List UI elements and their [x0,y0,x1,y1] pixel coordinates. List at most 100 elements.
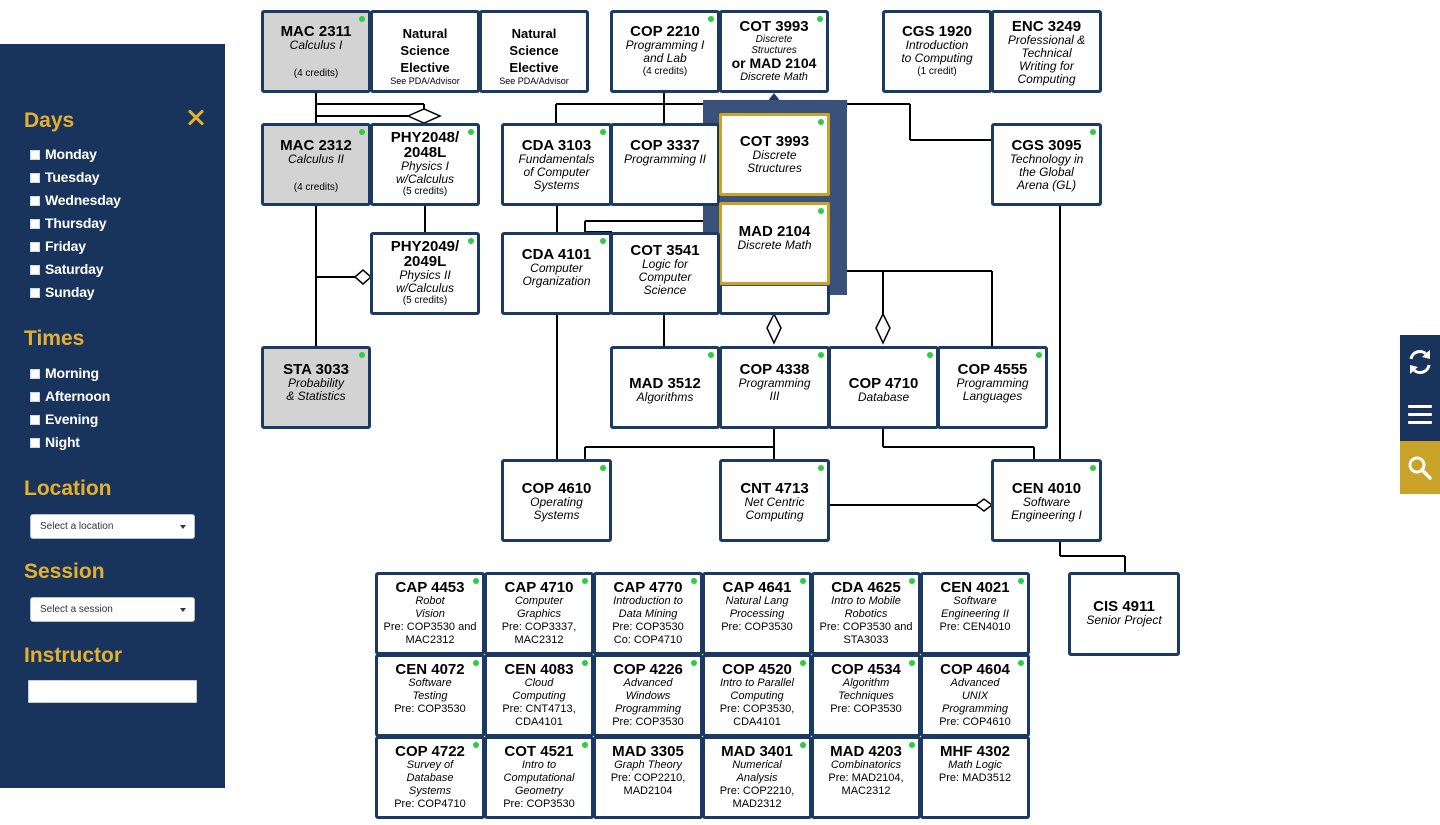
time-option-afternoon[interactable]: Afternoon [30,384,110,407]
search-button[interactable] [1400,441,1440,494]
open-status-icon [582,578,588,584]
instructor-input[interactable] [28,680,197,703]
time-option-night[interactable]: Night [30,430,110,453]
course-cgs3095[interactable]: CGS 3095 Technology in the Global Arena … [991,123,1102,206]
location-select[interactable]: Select a location [30,514,195,539]
course-cda3103[interactable]: CDA 3103 Fundamentals of Computer System… [501,123,612,206]
elective-title: Computing [730,690,784,702]
course-natural-science-elective-2[interactable]: Natural Science Elective See PDA/Advisor [479,10,589,93]
course-cnt4713[interactable]: CNT 4713 Net Centric Computing [719,459,830,542]
checkbox[interactable] [30,264,40,275]
open-status-icon [600,465,606,471]
open-status-icon [1090,465,1096,471]
filter-sidebar: Days Monday Tuesday Wednesday Thursday F… [0,44,225,788]
elective-code: CDA 4625 [831,579,901,596]
checkbox[interactable] [30,287,40,298]
elective-title: Math Logic [948,759,1002,771]
elective-prereq: Pre: COP3530, [719,703,795,715]
day-option-friday[interactable]: Friday [30,234,121,257]
course-enc3249[interactable]: ENC 3249 Professional & Technical Writin… [991,10,1102,93]
course-phy2049[interactable]: PHY2049/ 2049L Physics II w/Calculus (5 … [370,232,480,315]
course-cot3993-choice[interactable]: COT 3993 Discrete Structures [719,113,830,196]
course-cot3541[interactable]: COT 3541 Logic for Computer Science [610,232,720,315]
elective-title: Natural Lang [725,595,789,607]
checkbox[interactable] [30,437,40,448]
checkbox[interactable] [30,218,40,229]
caret-down-icon [180,608,186,612]
elective-code: CEN 4072 [395,661,465,678]
elective-code: CEN 4083 [504,661,574,678]
course-mac2312[interactable]: MAC 2312 Calculus II (4 credits) [261,123,371,206]
course-cop4555[interactable]: COP 4555 Programming Languages [937,346,1048,429]
elective-title: Computer [514,595,564,607]
checkbox[interactable] [30,241,40,252]
refresh-button[interactable] [1400,335,1440,388]
course-cda4101[interactable]: CDA 4101 Computer Organization [501,232,612,315]
course-cop3337[interactable]: COP 3337 Programming II [610,123,720,206]
course-cop2210[interactable]: COP 2210 Programming I and Lab (4 credit… [610,10,720,93]
location-select-value: Select a location [40,521,114,532]
elective-title: Computing [512,690,566,702]
course-cop4610[interactable]: COP 4610 Operating Systems [501,459,612,542]
course-cop4710[interactable]: COP 4710 Database [828,346,939,429]
open-status-icon [909,578,915,584]
day-option-thursday[interactable]: Thursday [30,211,121,234]
menu-button[interactable] [1400,388,1440,441]
day-option-sunday[interactable]: Sunday [30,280,121,303]
elective-prereq: Pre: COP3530 [830,703,902,715]
open-status-icon [708,352,714,358]
elective-title: Analysis [736,772,778,784]
checkbox[interactable] [30,195,40,206]
day-option-tuesday[interactable]: Tuesday [30,165,121,188]
open-status-icon [818,465,824,471]
checkbox[interactable] [30,149,40,160]
course-cis4911[interactable]: CIS 4911 Senior Project [1068,572,1180,656]
course-cot3993-or-mad2104[interactable]: COT 3993 Discrete Structures or MAD 2104… [719,10,829,93]
course-mad2104-choice[interactable]: MAD 2104 Discrete Math [719,202,830,285]
session-select[interactable]: Select a session [30,597,195,622]
search-icon [1408,456,1432,480]
checkbox[interactable] [30,172,40,183]
course-cgs1920[interactable]: CGS 1920 Introduction to Computing (1 cr… [882,10,992,93]
time-option-evening[interactable]: Evening [30,407,110,430]
course-mad3512[interactable]: MAD 3512 Algorithms [610,346,720,429]
open-status-icon [691,578,697,584]
checkbox[interactable] [30,414,40,425]
time-option-morning[interactable]: Morning [30,361,110,384]
checkbox[interactable] [30,368,40,379]
elective-title: Combinatorics [830,759,902,771]
course-phy2048[interactable]: PHY2048/ 2048L Physics I w/Calculus (5 c… [370,123,480,206]
course-cop4338[interactable]: COP 4338 Programming III [719,346,830,429]
day-option-monday[interactable]: Monday [30,142,121,165]
day-option-saturday[interactable]: Saturday [30,257,121,280]
elective-prereq: CDA4101 [515,716,563,728]
course-mac2311[interactable]: MAC 2311 Calculus I (4 credits) [261,10,371,93]
day-option-wednesday[interactable]: Wednesday [30,188,121,211]
elective-prereq: MAD2312 [732,798,782,810]
open-status-icon [1090,129,1096,135]
checkbox[interactable] [30,391,40,402]
elective-prereq: MAC2312 [405,634,455,646]
course-sta3033[interactable]: STA 3033 Probability & Statistics [261,346,371,429]
course-cen4010[interactable]: CEN 4010 Software Engineering I [991,459,1102,542]
elective-prereq: Pre: MAD3512 [938,772,1012,784]
course-natural-science-elective-1[interactable]: Natural Science Elective See PDA/Advisor [370,10,480,93]
